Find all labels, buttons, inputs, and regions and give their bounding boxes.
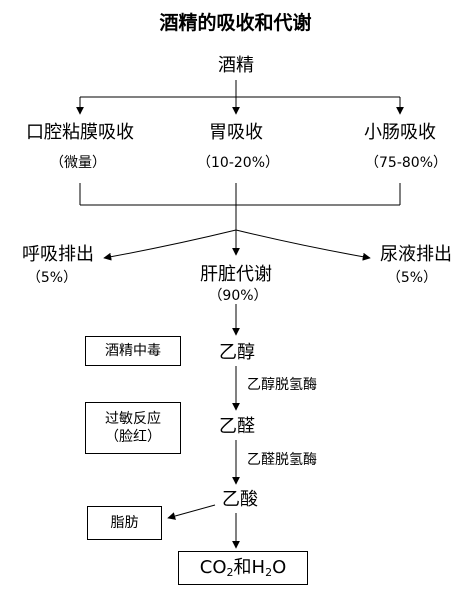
node-liver-metabolism: 肝脏代谢 (200, 264, 272, 285)
box-allergic-reaction: 过敏反应 （脸红） (85, 402, 181, 454)
node-urine-excretion: 尿液排出 (380, 244, 452, 265)
box-co2-and-h2o: CO2和H2O (178, 551, 308, 585)
node-acetaldehyde: 乙醛 (219, 416, 255, 437)
intestine-absorption-value: （75-80%） (365, 155, 447, 171)
node-alcohol: 酒精 (218, 55, 254, 76)
breath-exhalation-value: （5%） (26, 270, 78, 286)
fat-label: 脂肪 (110, 515, 139, 531)
box-alcohol-poisoning: 酒精中毒 (85, 336, 181, 366)
node-breath-exhalation: 呼吸排出 (22, 244, 94, 265)
node-intestine-absorption: 小肠吸收 (364, 122, 436, 143)
enzyme-alcohol-dehydrogenase: 乙醇脱氢酶 (247, 377, 317, 393)
allergic-reaction-note: （脸红） (105, 429, 161, 445)
alcohol-poisoning-label: 酒精中毒 (105, 343, 161, 359)
enzyme-acetaldehyde-dehydrogenase: 乙醛脱氢酶 (247, 452, 317, 468)
urine-excretion-value: （5%） (386, 270, 438, 286)
liver-metabolism-value: （90%） (208, 288, 268, 304)
oral-absorption-value: （微量） (50, 155, 106, 171)
node-oral-absorption: 口腔粘膜吸收 (26, 122, 134, 143)
node-acetic-acid: 乙酸 (222, 489, 258, 510)
stomach-absorption-value: （10-20%） (197, 155, 279, 171)
box-fat: 脂肪 (87, 506, 162, 540)
allergic-reaction-label: 过敏反应 (105, 411, 161, 427)
diagram-title: 酒精的吸收和代谢 (159, 12, 312, 34)
co2-h2o-label: CO2和H2O (199, 557, 287, 579)
node-ethanol: 乙醇 (219, 342, 255, 363)
node-stomach-absorption: 胃吸收 (209, 122, 263, 143)
